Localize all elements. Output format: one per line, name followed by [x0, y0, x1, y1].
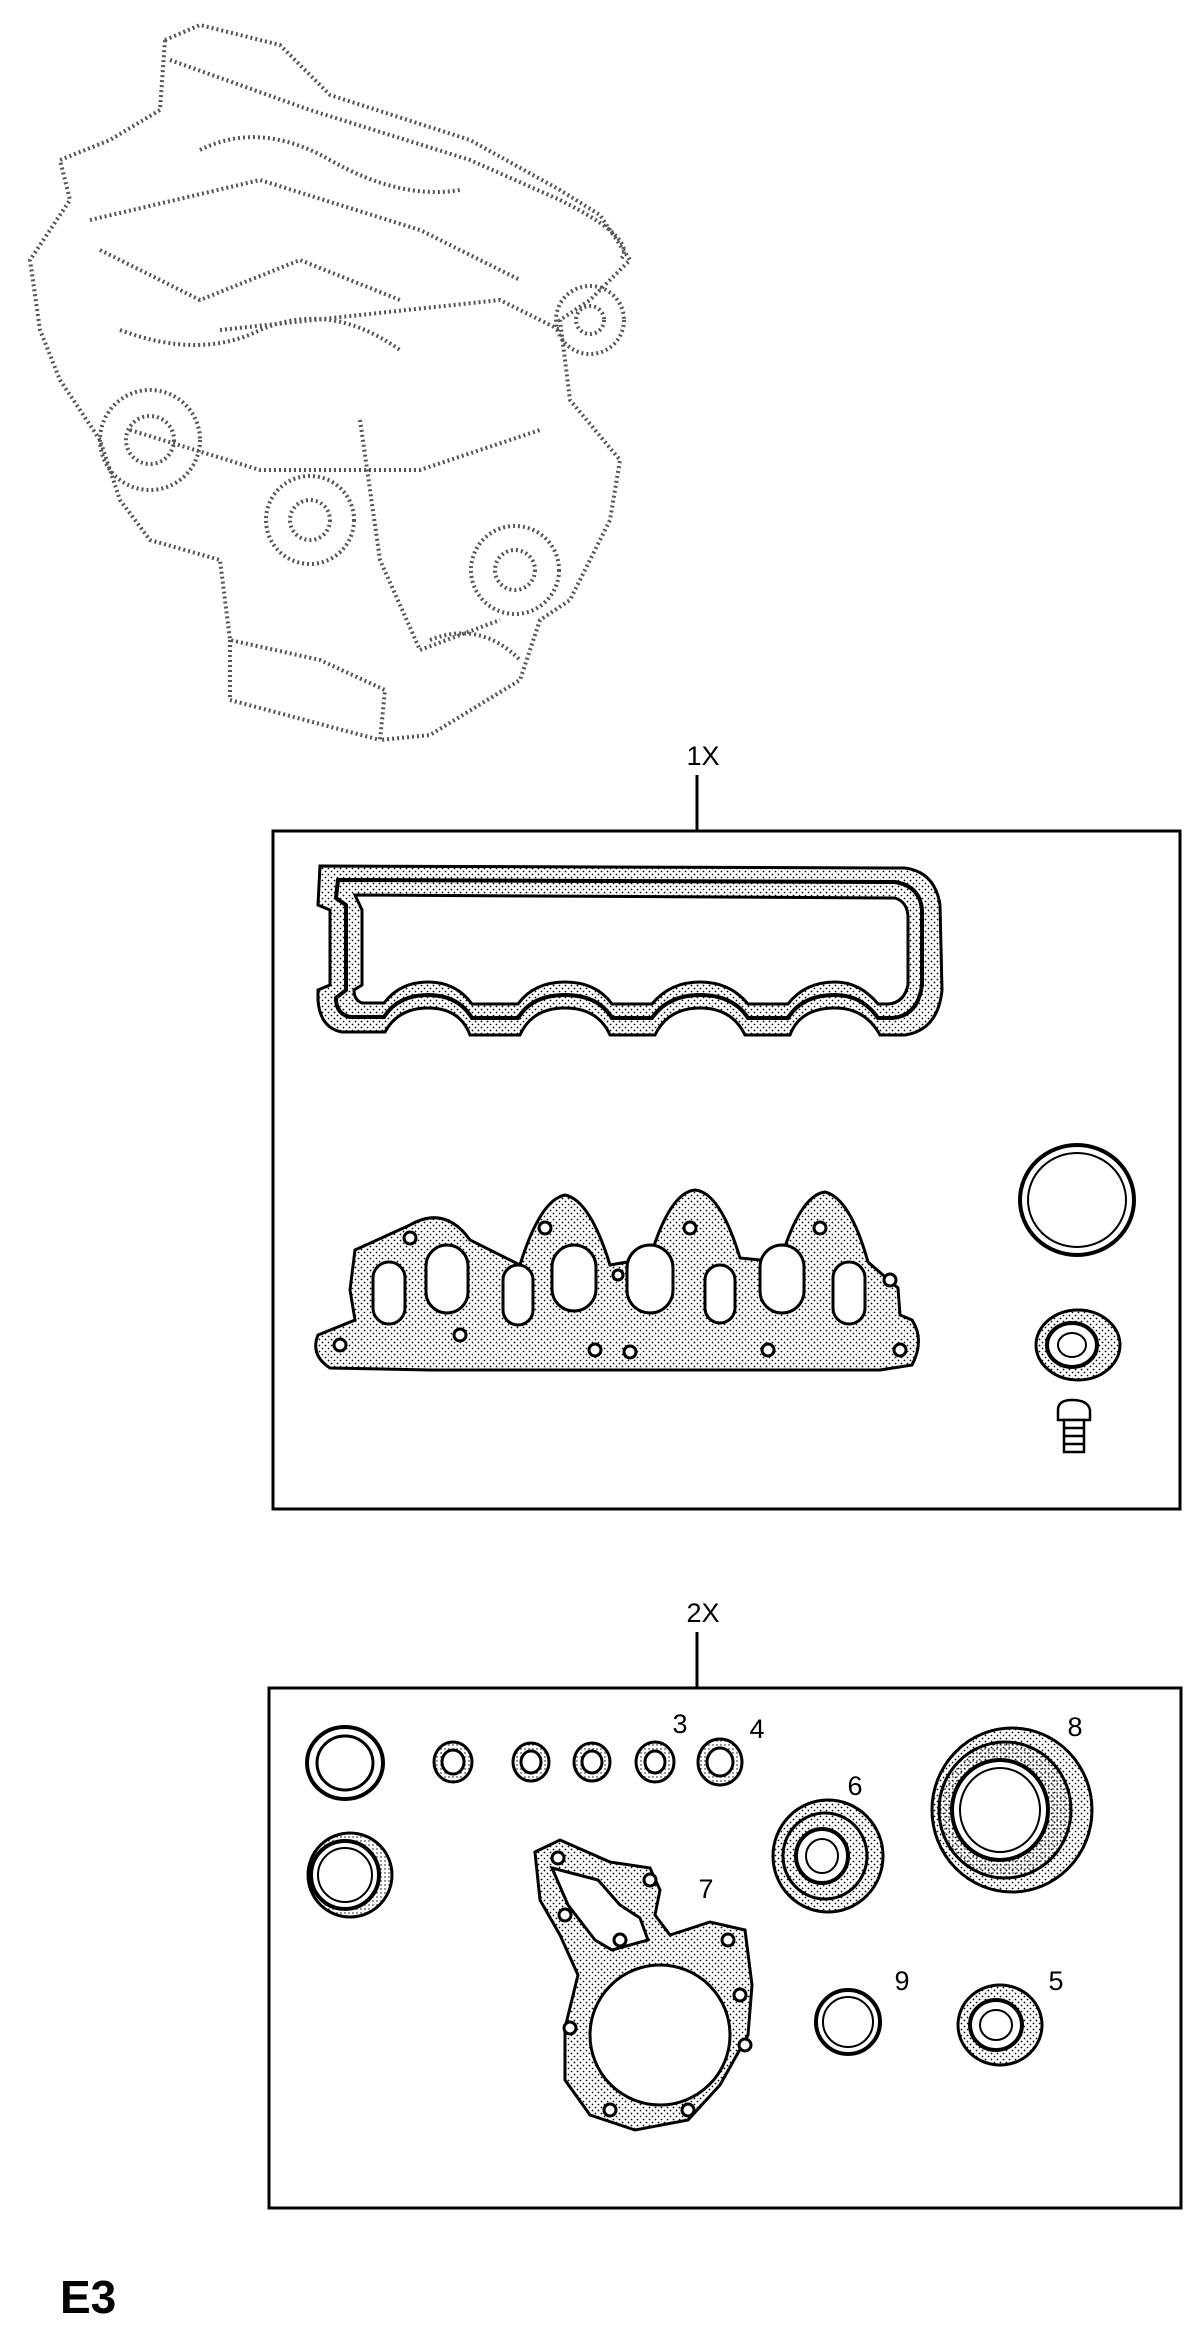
kit-1-label: 1X — [686, 741, 719, 771]
oil-seal-icon — [634, 1740, 676, 1784]
callout-3: 3 — [672, 1709, 687, 1739]
oil-seal-icon — [930, 1726, 1094, 1894]
callout-7: 7 — [698, 1874, 713, 1904]
oil-seal-icon — [771, 1798, 885, 1914]
callout-4: 4 — [749, 1714, 764, 1744]
manifold-gasket-icon — [314, 1188, 920, 1372]
oil-seal-icon — [432, 1740, 474, 1784]
engine-illustration-icon — [28, 23, 632, 742]
o-ring-icon — [814, 1988, 882, 2056]
oil-seal-icon — [572, 1741, 612, 1783]
callout-9: 9 — [894, 1966, 909, 1996]
kit-2-frame — [267, 1686, 1183, 2210]
callout-6: 6 — [847, 1771, 862, 1801]
oil-seal-icon — [696, 1737, 744, 1787]
kit-1-frame — [271, 829, 1182, 1511]
kit-2-label: 2X — [686, 1598, 719, 1628]
water-pump-gasket-icon — [533, 1838, 754, 2132]
oil-seal-icon — [956, 1983, 1044, 2067]
oil-seal-icon — [306, 1831, 394, 1919]
callout-5: 5 — [1048, 1966, 1063, 1996]
o-ring-icon — [305, 1725, 385, 1801]
page-code: E3 — [60, 2271, 117, 2323]
plug-icon — [1056, 1398, 1092, 1454]
oil-seal-icon — [511, 1741, 551, 1783]
valve-cover-gasket-icon — [316, 864, 944, 1037]
o-ring-icon — [1018, 1143, 1136, 1257]
callout-8: 8 — [1067, 1712, 1082, 1742]
oil-seal-icon — [1034, 1308, 1122, 1382]
